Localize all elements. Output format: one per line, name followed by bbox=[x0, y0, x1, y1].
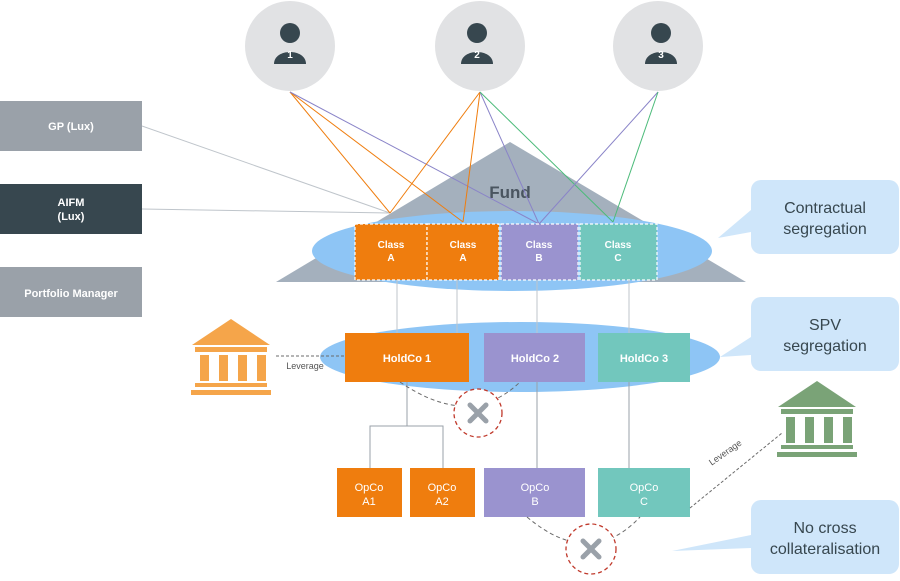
leverage-right-label: Leverage bbox=[707, 438, 743, 468]
investor-3[interactable]: 3 bbox=[613, 1, 703, 91]
callout-text-line2: collateralisation bbox=[770, 541, 880, 558]
class-label-line2: B bbox=[535, 253, 542, 264]
portfolio-manager-label: Portfolio Manager bbox=[24, 288, 118, 300]
callout-no-cross-collateralisation: No cross collateralisation bbox=[672, 500, 899, 574]
opco-label-line2: B bbox=[531, 496, 538, 508]
cross-icon bbox=[580, 538, 602, 560]
person-icon bbox=[645, 23, 677, 64]
opco-label-line2: A1 bbox=[362, 496, 375, 508]
class-a-2-box[interactable]: Class A bbox=[426, 223, 500, 281]
callout-spv-segregation: SPV segregation bbox=[720, 297, 899, 371]
investor-label: 1 bbox=[287, 50, 293, 61]
class-a-1-box[interactable]: Class A bbox=[354, 223, 428, 281]
person-icon bbox=[461, 23, 493, 64]
callout-text-line1: Contractual bbox=[784, 200, 866, 217]
class-label-line1: Class bbox=[526, 240, 553, 251]
class-c-box[interactable]: Class C bbox=[579, 223, 658, 281]
class-b-box[interactable]: Class B bbox=[500, 223, 579, 281]
cross-icon bbox=[467, 402, 489, 424]
aifm-box[interactable]: AIFM (Lux) bbox=[0, 184, 142, 234]
class-label-line2: A bbox=[459, 253, 466, 264]
class-label-line1: Class bbox=[450, 240, 477, 251]
holdco-3-box[interactable]: HoldCo 3 bbox=[598, 333, 690, 382]
holdco-no-collateral-marker bbox=[453, 388, 503, 438]
investor-label: 2 bbox=[474, 50, 480, 61]
aifm-link bbox=[141, 208, 391, 214]
holdco-label: HoldCo 3 bbox=[620, 353, 668, 365]
investor-label: 3 bbox=[658, 50, 664, 61]
holdco-label: HoldCo 2 bbox=[511, 353, 559, 365]
aifm-label-line1: AIFM bbox=[58, 197, 85, 209]
opco-a1-box[interactable]: OpCo A1 bbox=[337, 468, 402, 517]
holdco-opco-links bbox=[369, 382, 630, 468]
portfolio-manager-box[interactable]: Portfolio Manager bbox=[0, 267, 142, 317]
opco-label-line1: OpCo bbox=[428, 482, 457, 494]
gp-label: GP (Lux) bbox=[48, 121, 94, 133]
opco-label-line1: OpCo bbox=[355, 482, 384, 494]
person-icon bbox=[274, 23, 306, 64]
callout-text-line2: segregation bbox=[783, 221, 867, 238]
fund-title: Fund bbox=[489, 183, 531, 202]
investor-2[interactable]: 2 bbox=[435, 1, 525, 91]
class-label-line2: A bbox=[387, 253, 394, 264]
gp-link bbox=[141, 125, 391, 214]
opco-label-line1: OpCo bbox=[521, 482, 550, 494]
leverage-left-label: Leverage bbox=[286, 361, 324, 371]
callout-text-line1: No cross bbox=[793, 520, 856, 537]
holdco-label: HoldCo 1 bbox=[383, 353, 431, 365]
opco-label-line1: OpCo bbox=[630, 482, 659, 494]
investor-links bbox=[289, 91, 659, 225]
aifm-label-line2: (Lux) bbox=[58, 211, 85, 223]
callout-contractual-segregation: Contractual segregation bbox=[718, 180, 899, 254]
callout-text-line2: segregation bbox=[783, 338, 867, 355]
opco-b-box[interactable]: OpCo B bbox=[484, 468, 585, 517]
opco-a2-box[interactable]: OpCo A2 bbox=[410, 468, 475, 517]
class-label-line1: Class bbox=[378, 240, 405, 251]
callout-text-line1: SPV bbox=[809, 317, 841, 334]
bank-icon bbox=[777, 381, 857, 457]
opco-c-box[interactable]: OpCo C bbox=[598, 468, 690, 517]
investor-1[interactable]: 1 bbox=[245, 1, 335, 91]
class-label-line1: Class bbox=[605, 240, 632, 251]
class-label-line2: C bbox=[614, 253, 621, 264]
bank-icon bbox=[191, 319, 271, 395]
holdco-1-box[interactable]: HoldCo 1 bbox=[345, 333, 469, 382]
holdco-2-box[interactable]: HoldCo 2 bbox=[484, 333, 585, 382]
gp-box[interactable]: GP (Lux) bbox=[0, 101, 142, 151]
opco-label-line2: A2 bbox=[435, 496, 448, 508]
opco-no-collateral-marker bbox=[565, 523, 617, 575]
opco-label-line2: C bbox=[640, 496, 648, 508]
class-holdco-links bbox=[396, 280, 630, 333]
